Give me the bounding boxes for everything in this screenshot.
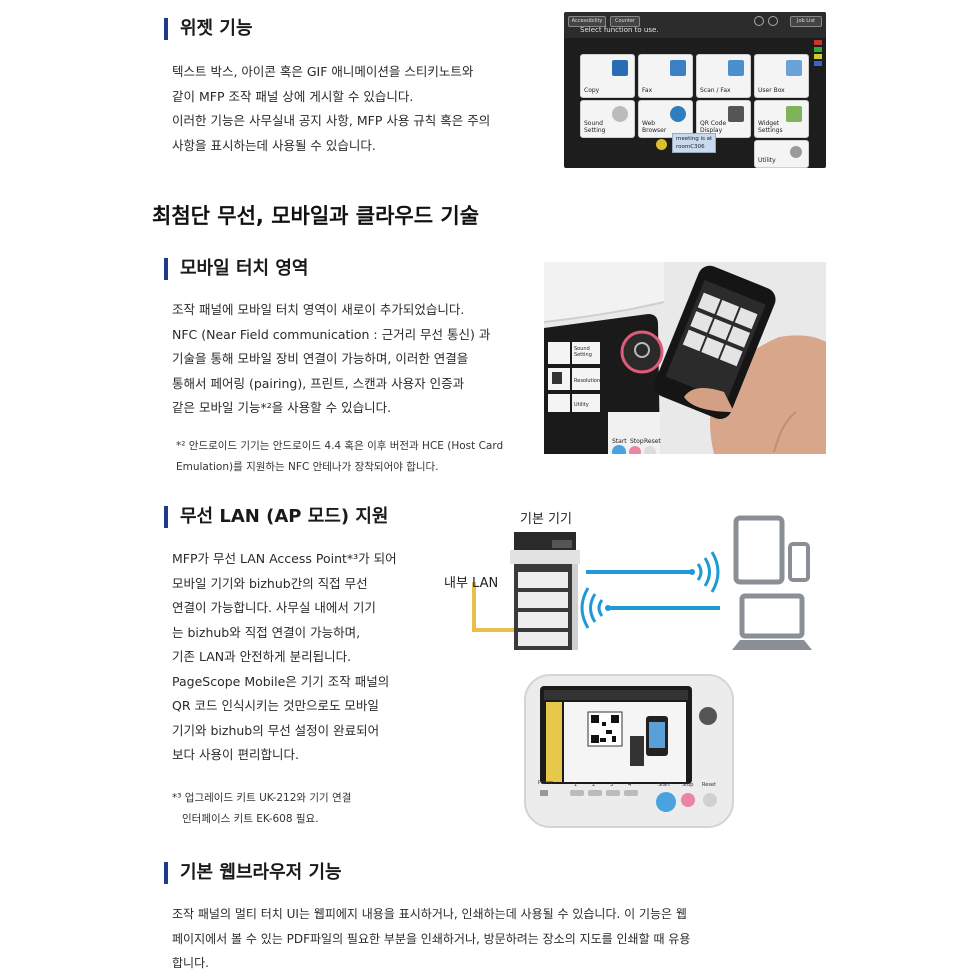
job-list-tab: Job List [790,16,822,27]
select-function-text: Select function to use. [580,26,659,34]
wlan-line: MFP가 무선 LAN Access Point*³가 되어 [172,551,397,566]
wlan-line: 기존 LAN과 안전하게 분리됩니다. [172,649,352,664]
counter-tab: Counter [610,16,640,27]
panel-utility-label: Utility [574,402,589,408]
mobile-touch-illustration [544,262,826,454]
mobile-line: 기술을 통해 모바일 장비 연결이 가능하며, 이러한 연결을 [172,351,469,366]
wlan-diagram-graphic [472,515,812,650]
control-panel-graphic [540,686,717,812]
user-box-icon [786,60,802,76]
browser-description: 조작 패널의 멀티 터치 UI는 웹피에지 내용을 표시하거나, 인쇄하는데 사… [172,902,690,976]
cpanel-key-2: 2 [592,782,596,788]
wlan-diagram: 기본 기기 내부 LAN [440,500,826,670]
help-icon [768,16,778,26]
widget-section-title: 위젯 기능 [164,18,253,40]
widget-description: 텍스트 박스, 아이콘 혹은 GIF 애니메이션을 스티키노트와 같이 MFP … [172,60,490,158]
pin-icon [656,139,667,150]
gear-icon [754,16,764,26]
web-browser-button: Web Browser [638,100,693,138]
fax-button: Fax [638,54,693,98]
status-indicators [814,40,822,74]
globe-icon [670,106,686,122]
speaker-icon [612,106,628,122]
mobile-line: 통해서 페어링 (pairing), 프린트, 스캔과 사용자 인증과 [172,375,465,391]
wlan-line: 연결이 가능합니다. 사무실 내에서 기기 [172,600,376,615]
qr-code-display-button: QR Code Display [696,100,751,138]
mobile-touch-photo: Sound Setting Resolution Utility Start S… [544,262,826,454]
copy-button: Copy [580,54,635,98]
cpanel-power-label: Power [538,780,554,786]
mobile-line: 조작 패널에 모바일 터치 영역이 새로이 추가되었습니다. [172,302,465,317]
wlan-section-title: 무선 LAN (AP 모드) 지원 [164,506,388,528]
wlan-line: 는 bizhub와 직접 연결이 가능하며, [172,624,361,640]
user-box-button: User Box [754,54,809,98]
cpanel-start-label: Start [658,782,671,788]
panel-stop-label: Stop [630,438,644,445]
control-panel-image: Power 1 2 3 4 Start Stop Reset [524,674,734,828]
cpanel-key-3: 3 [610,782,614,788]
sound-setting-button: Sound Setting [580,100,635,138]
panel-sound-label: Sound Setting [574,346,592,358]
wlan-line: 모바일 기기와 bizhub간의 직접 무선 [172,575,368,591]
cpanel-key-4: 4 [628,782,632,788]
footnote-line: *³ 업그레이드 키트 UK-212와 기기 연결 [172,792,352,804]
browser-line: 페이지에서 볼 수 있는 PDF파일의 필요한 부분을 인쇄하거나, 방문하려는… [172,931,691,946]
cpanel-stop-label: Stop [682,782,694,788]
widget-line: 같이 MFP 조작 패널 상에 게시할 수 있습니다. [172,88,414,104]
wlan-line: 보다 사용이 편리합니다. [172,747,299,762]
qr-code-icon [728,106,744,122]
browser-section-title: 기본 웹브라우저 기능 [164,862,342,884]
widget-line: 텍스트 박스, 아이콘 혹은 GIF 애니메이션을 스티키노트와 [172,64,474,79]
browser-line: 조작 패널의 멀티 터치 UI는 웹피에지 내용을 표시하거나, 인쇄하는데 사… [172,907,687,921]
internal-lan-label: 내부 LAN [444,576,499,591]
panel-start-label: Start [612,438,627,445]
wlan-description: MFP가 무선 LAN Access Point*³가 되어 모바일 기기와 b… [172,547,397,768]
gear-icon [790,146,802,158]
footnote-line: 인터페이스 키트 EK-608 필요. [182,813,319,825]
browser-line: 합니다. [172,956,209,970]
cpanel-key-1: 1 [574,782,578,788]
wlan-line: PageScope Mobile은 기기 조작 패널의 [172,673,390,689]
cpanel-reset-label: Reset [702,782,716,788]
footnote-line: *² 안드로이드 기기는 안드로이드 4.4 혹은 이후 버전과 HCE (Ho… [176,440,504,452]
screen-top-bar [564,12,826,38]
base-device-label: 기본 기기 [520,512,572,527]
fax-icon [670,60,686,76]
widget-screen-image: Accessibility Counter Job List Select fu… [564,12,826,168]
copy-icon [612,60,628,76]
widget-settings-button: Widget Settings [754,100,809,138]
widget-line: 이러한 기능은 사무실내 공지 사항, MFP 사용 규칙 혹은 주의 [172,113,491,128]
scan-fax-button: Scan / Fax [696,54,751,98]
wlan-line: QR 코드 인식시키는 것만으로도 모바일 [172,698,379,713]
sticky-note: meeting is at roomC306 [672,133,717,153]
footnote-line: Emulation)를 지원하는 NFC 안테나가 장착되어야 합니다. [176,461,439,473]
panel-resolution-label: Resolution [574,378,601,384]
mobile-line: NFC (Near Field communication : 근거리 무선 통… [172,326,491,342]
scan-icon [728,60,744,76]
main-title: 최첨단 무선, 모바일과 클라우드 기술 [152,204,480,228]
mobile-section-title: 모바일 터치 영역 [164,258,308,280]
accessibility-tab: Accessibility [568,16,606,27]
widget-icon [786,106,802,122]
mobile-line: 같은 모바일 기능*²을 사용할 수 있습니다. [172,400,392,415]
utility-button: Utility [754,140,809,168]
widget-line: 사항을 표시하는데 사용될 수 있습니다. [172,137,376,153]
panel-reset-label: Reset [644,438,661,445]
wlan-line: 기기와 bizhub의 무선 설정이 완료되어 [172,722,380,738]
wlan-footnote: *³ 업그레이드 키트 UK-212와 기기 연결 인터페이스 키트 EK-60… [172,788,351,830]
mobile-description: 조작 패널에 모바일 터치 영역이 새로이 추가되었습니다. NFC (Near… [172,298,490,421]
mobile-footnote: *² 안드로이드 기기는 안드로이드 4.4 혹은 이후 버전과 HCE (Ho… [176,436,503,478]
